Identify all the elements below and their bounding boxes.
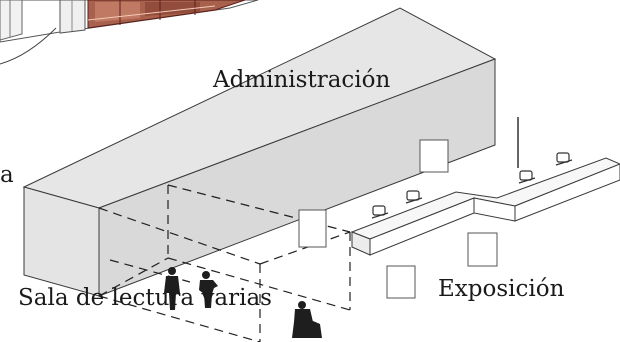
leader-line-curve bbox=[0, 27, 57, 65]
chair-icon bbox=[405, 190, 423, 204]
reading-room-label: Sala de lectura varias bbox=[18, 285, 272, 311]
building-photo-fragment bbox=[0, 0, 259, 43]
person-standing-figure bbox=[199, 271, 218, 308]
chair-icon bbox=[371, 205, 389, 219]
exhibition-label: Exposición bbox=[438, 276, 565, 302]
exhibition-counter bbox=[350, 157, 620, 256]
chair-icon bbox=[555, 152, 573, 166]
people-group-figure bbox=[292, 301, 322, 338]
display-panel bbox=[419, 139, 449, 173]
display-panel bbox=[298, 209, 327, 248]
edge-text-fragment: a bbox=[0, 162, 14, 188]
display-panel bbox=[386, 265, 416, 299]
administration-label: Administración bbox=[212, 67, 391, 93]
administration-block bbox=[22, 7, 497, 297]
display-panel bbox=[467, 232, 498, 267]
person-reading-figure bbox=[164, 267, 180, 310]
chair-icon bbox=[518, 170, 536, 184]
